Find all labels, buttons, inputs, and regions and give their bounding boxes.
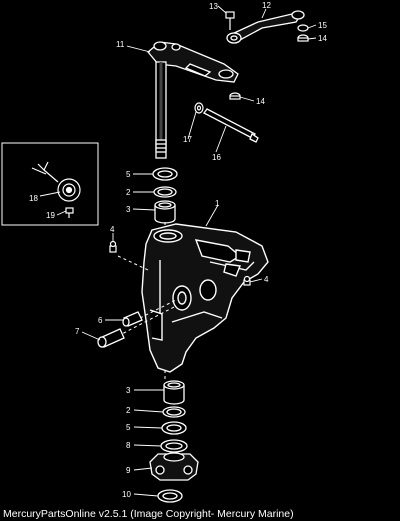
callout-11: 11 [116, 40, 125, 49]
callout-13: 13 [209, 2, 218, 11]
nut-14-arm[interactable] [229, 92, 241, 100]
washer-10[interactable] [157, 489, 183, 503]
grease-fitting-left[interactable] [109, 240, 117, 253]
steering-link-rod[interactable] [226, 10, 305, 44]
callout-9: 9 [126, 466, 131, 475]
tie-rod[interactable] [203, 108, 259, 143]
callout-18: 18 [29, 194, 38, 203]
washer-8[interactable] [160, 439, 188, 453]
callout-2: 2 [126, 406, 131, 415]
screw-19[interactable] [65, 207, 74, 218]
grease-fitting-right[interactable] [243, 275, 251, 286]
callout-2: 2 [126, 188, 131, 197]
tilt-switch-inset [1, 142, 99, 226]
callout-7: 7 [75, 327, 80, 336]
washer-15[interactable] [297, 24, 309, 32]
callout-19: 19 [46, 211, 55, 220]
callout-16: 16 [212, 153, 221, 162]
callout-3: 3 [126, 386, 131, 395]
callout-10: 10 [122, 490, 131, 499]
bushing-7[interactable] [97, 328, 125, 348]
callout-5: 5 [126, 423, 131, 432]
callout-4: 4 [110, 225, 115, 234]
bushing-3-lower[interactable] [163, 380, 185, 405]
bushing-6[interactable] [122, 311, 143, 327]
bolt-13[interactable] [225, 11, 235, 30]
washer-5-upper[interactable] [152, 167, 178, 181]
washer-5-lower[interactable] [161, 421, 187, 435]
washer-17[interactable] [194, 102, 204, 114]
callout-4: 4 [264, 275, 269, 284]
seal-2-lower[interactable] [162, 406, 186, 418]
callout-12: 12 [262, 1, 271, 10]
callout-14: 14 [318, 34, 327, 43]
steering-tube [155, 61, 167, 159]
leader-lines [39, 5, 317, 497]
copyright-footer: MercuryPartsOnline v2.5.1 (Image Copyrig… [3, 508, 294, 520]
callout-1: 1 [215, 199, 220, 208]
seal-2-upper[interactable] [153, 186, 177, 198]
callout-17: 17 [183, 135, 192, 144]
steering-arm[interactable] [147, 41, 239, 83]
callout-6: 6 [98, 316, 103, 325]
tilt-switch[interactable] [31, 161, 81, 202]
callout-3: 3 [126, 205, 131, 214]
callout-14: 14 [256, 97, 265, 106]
callout-numbers: 13 12 15 14 11 14 17 16 18 19 5 2 3 1 4 … [29, 1, 327, 499]
nut-14-top[interactable] [297, 34, 309, 42]
swivel-bracket[interactable] [141, 223, 269, 373]
callout-8: 8 [126, 441, 131, 450]
bushing-3-upper[interactable] [154, 200, 176, 224]
callout-5: 5 [126, 170, 131, 179]
callout-15: 15 [318, 21, 327, 30]
yoke-9[interactable] [149, 452, 199, 481]
